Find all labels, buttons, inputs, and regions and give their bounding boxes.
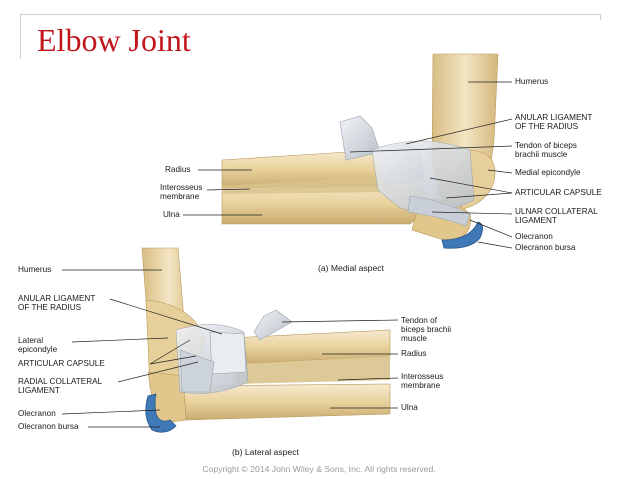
label-medial-humerus: Humerus	[515, 77, 549, 86]
label-medial-olecranon: Olecranon	[515, 232, 553, 241]
lateral-interosseus-membrane	[236, 356, 390, 384]
label-lateral-radius: Radius	[401, 349, 427, 358]
medial-leader-lines	[183, 81, 513, 249]
label-lateral-epicondyle: Lateral epicondyle	[18, 336, 58, 354]
label-medial-biceps-tendon: Tendon of biceps brachii muscle	[515, 141, 577, 159]
label-lateral-interosseus: Interosseus membrane	[401, 372, 444, 390]
leader-lateral-radial-collateral	[117, 361, 199, 383]
leader-lateral-biceps	[281, 319, 399, 323]
label-medial-radius: Radius	[165, 165, 191, 174]
medial-biceps-tendon	[339, 115, 381, 161]
label-lateral-olecranon-bursa: Olecranon bursa	[18, 422, 79, 431]
leader-medial-ulnar-collateral	[431, 211, 513, 215]
medial-aspect-figure	[221, 53, 499, 249]
lateral-anular-ligament	[209, 331, 247, 375]
lateral-radial-collateral-ligament	[179, 349, 215, 393]
label-medial-olecranon-bursa: Olecranon bursa	[515, 243, 576, 252]
label-medial-interosseus: Interosseus membrane	[160, 183, 203, 201]
leader-medial-olecranon	[469, 219, 513, 238]
leader-lateral-olecranon	[61, 409, 161, 415]
label-medial-ulnar-collateral: ULNAR COLLATERAL LIGAMENT	[515, 207, 598, 225]
slide-frame-right	[600, 14, 601, 20]
leader-lateral-interosseus	[337, 377, 399, 381]
caption-medial-aspect: (a) Medial aspect	[318, 263, 384, 273]
label-lateral-biceps-tendon: Tendon of biceps brachii muscle	[401, 316, 452, 343]
caption-lateral-aspect: (b) Lateral aspect	[232, 447, 299, 457]
label-medial-epicondyle: Medial epicondyle	[515, 168, 581, 177]
leader-medial-interosseus	[206, 188, 251, 191]
label-lateral-olecranon: Olecranon	[18, 409, 56, 418]
lateral-ulna	[183, 383, 391, 421]
copyright-notice: Copyright © 2014 John Wiley & Sons, Inc.…	[202, 464, 436, 474]
lateral-leader-lines	[61, 269, 399, 428]
leader-medial-anular	[405, 118, 513, 145]
medial-olecranon-bursa	[441, 221, 483, 249]
label-lateral-anular-ligament: ANULAR LIGAMENT OF THE RADIUS	[18, 294, 96, 312]
medial-interosseus-membrane	[222, 176, 396, 194]
leader-medial-capsule-2	[445, 192, 513, 199]
slide-title: Elbow Joint	[37, 22, 191, 58]
label-lateral-humerus: Humerus	[18, 265, 52, 274]
label-lateral-articular-capsule: ARTICULAR CAPSULE	[18, 359, 105, 368]
medial-ulnar-collateral-ligament	[407, 195, 471, 227]
leader-medial-epicondyle	[487, 169, 513, 174]
lateral-olecranon-bursa	[145, 393, 177, 433]
leader-medial-bursa	[477, 241, 513, 249]
leader-lateral-anular	[109, 298, 223, 335]
slide-frame-top	[20, 14, 600, 15]
label-medial-articular-capsule: ARTICULAR CAPSULE	[515, 188, 602, 197]
leader-medial-capsule-1	[429, 177, 513, 194]
label-lateral-ulna: Ulna	[401, 403, 418, 412]
lateral-aspect-figure	[141, 247, 391, 433]
lateral-biceps-tendon	[253, 309, 293, 341]
leader-lateral-epicondyle	[71, 337, 169, 343]
leader-lateral-capsule-2	[149, 355, 197, 365]
label-medial-ulna: Ulna	[163, 210, 180, 219]
label-medial-anular-ligament: ANULAR LIGAMENT OF THE RADIUS	[515, 113, 593, 131]
leader-medial-biceps	[349, 145, 513, 153]
leader-lateral-capsule-1	[149, 339, 191, 365]
slide-frame-left	[20, 14, 21, 59]
label-lateral-radial-collateral: RADIAL COLLATERAL LIGAMENT	[18, 377, 103, 395]
